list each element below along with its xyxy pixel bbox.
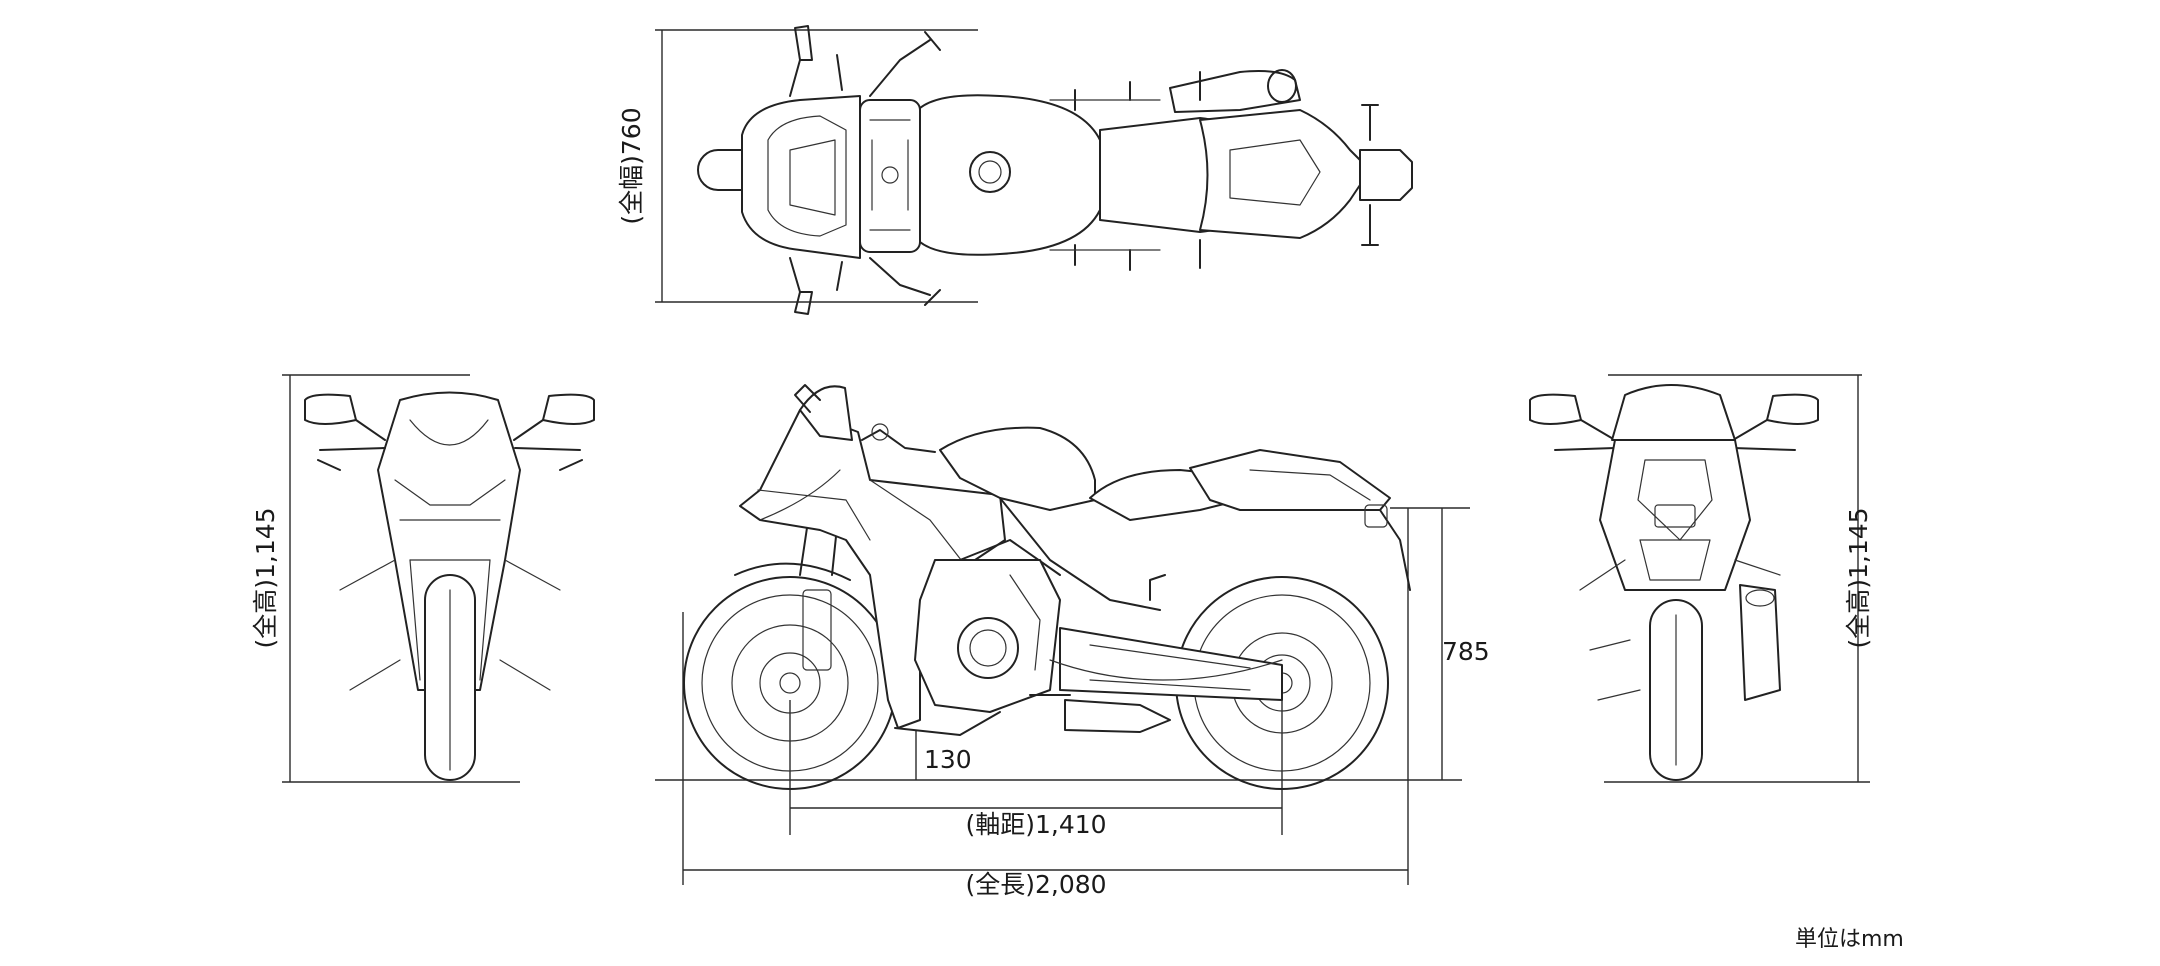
seat-height-label: 785 bbox=[1442, 637, 1490, 666]
top-view bbox=[655, 25, 1413, 315]
rear-view bbox=[1529, 374, 1870, 783]
width-label: (全幅)760 bbox=[617, 107, 646, 224]
front-height-label: (全高)1,145 bbox=[251, 507, 280, 648]
wheelbase-label: (軸距)1,410 bbox=[965, 810, 1106, 839]
unit-note: 単位はmm bbox=[1795, 927, 1904, 952]
ground-clearance-label: 130 bbox=[924, 745, 972, 774]
front-view bbox=[282, 374, 595, 783]
side-view bbox=[655, 384, 1470, 885]
overall-length-label: (全長)2,080 bbox=[965, 870, 1106, 899]
rear-height-label: (全高)1,145 bbox=[1844, 507, 1873, 648]
